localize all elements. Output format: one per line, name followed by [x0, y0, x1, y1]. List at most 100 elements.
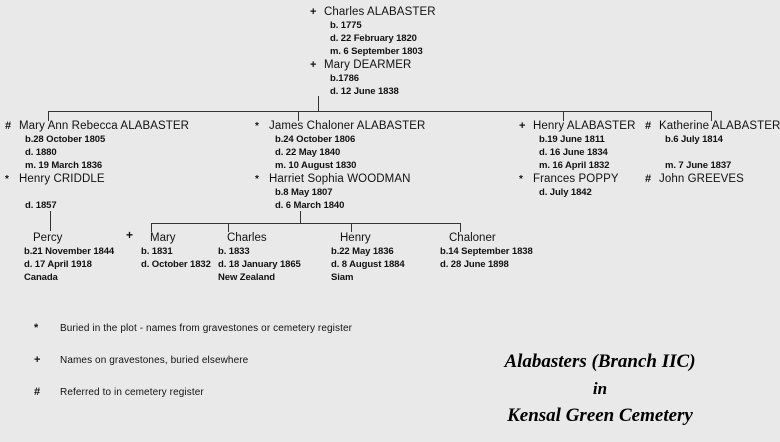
person-detail-birth: b.6 July 1814 — [665, 134, 723, 145]
person-detail-death: d. 1880 — [25, 147, 57, 158]
plus-icon: + — [310, 6, 317, 18]
spouse-name: John GREEVES — [659, 173, 744, 185]
connector-gen2-drop-1 — [48, 111, 49, 121]
star-icon: * — [255, 121, 259, 132]
person-james-chaloner-alabaster: * James Chaloner ALABASTER b.24 October … — [255, 119, 425, 212]
person-detail-death: d. 22 May 1840 — [275, 147, 341, 158]
person-detail-death: d. 17 April 1918 — [24, 259, 92, 270]
connector-gen3-drop-charles — [228, 223, 229, 232]
person-detail-birth: b.28 October 1805 — [25, 134, 106, 145]
person-katherine-alabaster: # Katherine ALABASTER b.6 July 1814 m. 7… — [645, 119, 780, 186]
person-name-row: + Henry ALABASTER — [519, 119, 635, 133]
plus-icon-join: + — [126, 228, 134, 242]
star-icon: * — [5, 174, 9, 185]
connector-gen3-drop-henry — [351, 223, 352, 232]
person-percy: Percy b.21 November 1844 d. 17 April 191… — [24, 231, 114, 284]
connector-gen3-stem — [300, 211, 301, 223]
chart-title-line-2: in — [592, 379, 608, 398]
star-icon: * — [255, 174, 259, 185]
plus-icon: + — [34, 354, 41, 366]
spacer — [645, 146, 780, 159]
hash-icon: # — [5, 120, 12, 132]
person-chaloner: Chaloner b.14 September 1838 d. 28 June … — [440, 231, 533, 271]
connector-percy-drop — [50, 211, 51, 231]
connector-root-vertical — [318, 96, 319, 111]
chart-title-block: Alabasters (Branch IIC) in Kensal Green … — [430, 348, 770, 429]
connector-gen3-drop-mary — [151, 223, 152, 232]
star-icon: * — [34, 322, 39, 334]
spouse-detail-death: d. 6 March 1840 — [275, 200, 345, 211]
person-detail-birth: b.19 June 1811 — [539, 134, 605, 145]
person-name: Mary — [150, 232, 176, 244]
connector-gen2-bus — [48, 111, 711, 112]
person-name: Henry ALABASTER — [533, 120, 636, 132]
person-name: Charles ALABASTER — [324, 6, 436, 18]
person-charles-alabaster: + Charles ALABASTER b. 1775 d. 22 Februa… — [310, 5, 436, 98]
person-henry-child: Henry b.22 May 1836 d. 8 August 1884 Sia… — [331, 231, 405, 284]
spouse-name-row: * Harriet Sophia WOODMAN — [255, 172, 425, 186]
person-detail-birth: b. 1833 — [218, 246, 250, 257]
person-detail-death: d. 16 June 1834 — [539, 147, 608, 158]
spouse-name-row: + Mary DEARMER — [310, 58, 436, 72]
person-detail-birth: b.14 September 1838 — [440, 246, 533, 257]
person-detail-place: New Zealand — [218, 272, 275, 283]
person-detail-marriage: m. 6 September 1803 — [330, 46, 423, 57]
person-detail-place: Canada — [24, 272, 58, 283]
hash-icon: # — [645, 120, 652, 132]
hash-icon: # — [34, 386, 41, 398]
connector-gen3-bus — [151, 223, 460, 224]
person-detail-marriage: m. 10 August 1830 — [275, 160, 357, 171]
star-icon: * — [519, 174, 523, 185]
hash-icon: # — [645, 173, 652, 185]
person-mary: Mary b. 1831 d. October 1832 — [141, 231, 211, 271]
spouse-name-row: * Henry CRIDDLE — [5, 172, 189, 186]
legend-item-cemetery-register: # Referred to in cemetery register — [34, 386, 454, 400]
person-name-row: # Katherine ALABASTER — [645, 119, 780, 133]
person-detail-place: Siam — [331, 272, 354, 283]
spacer — [5, 186, 189, 199]
spouse-detail-death: d. 1857 — [25, 200, 57, 211]
person-detail-birth: b.22 May 1836 — [331, 246, 394, 257]
spouse-name-row: * Frances POPPY — [519, 172, 635, 186]
spouse-detail-birth: b.8 May 1807 — [275, 187, 333, 198]
person-detail-marriage: m. 19 March 1836 — [25, 160, 103, 171]
person-detail-death: d. 8 August 1884 — [331, 259, 405, 270]
person-name: Percy — [33, 232, 63, 244]
person-detail-birth: b. 1831 — [141, 246, 173, 257]
person-name: Charles — [227, 232, 267, 244]
person-detail-birth: b. 1775 — [330, 20, 362, 31]
legend-text: Names on gravestones, buried elsewhere — [60, 355, 249, 366]
person-name-row: * James Chaloner ALABASTER — [255, 119, 425, 133]
person-detail-birth: b.21 November 1844 — [24, 246, 115, 257]
legend-item-names-on-gravestones: + Names on gravestones, buried elsewhere — [34, 354, 454, 368]
person-detail-death: d. 22 February 1820 — [330, 33, 417, 44]
person-mary-ann-rebecca-alabaster: # Mary Ann Rebecca ALABASTER b.28 Octobe… — [5, 119, 189, 212]
person-name: Chaloner — [449, 232, 496, 244]
person-name: James Chaloner ALABASTER — [269, 120, 426, 132]
connector-gen2-drop-4 — [711, 111, 712, 121]
person-detail-death: d. October 1832 — [141, 259, 211, 270]
spouse-name-row: # John GREEVES — [645, 172, 780, 186]
plus-icon: + — [519, 120, 526, 132]
person-name: Katherine ALABASTER — [659, 120, 780, 132]
chart-title-line-3: Kensal Green Cemetery — [507, 405, 693, 426]
person-charles: Charles b. 1833 d. 18 January 1865 New Z… — [218, 231, 301, 284]
chart-title-line-1: Alabasters (Branch IIC) — [504, 351, 696, 372]
person-name: Mary Ann Rebecca ALABASTER — [19, 120, 190, 132]
plus-icon: + — [310, 59, 317, 71]
connector-gen2-drop-3 — [563, 111, 564, 121]
connector-gen3-drop-chaloner — [460, 223, 461, 232]
person-name: Henry — [340, 232, 371, 244]
person-detail-marriage: m. 16 April 1832 — [539, 160, 610, 171]
spouse-detail-death: d. 12 June 1838 — [330, 86, 399, 97]
legend-text: Buried in the plot - names from gravesto… — [60, 323, 353, 334]
person-detail-birth: b.24 October 1806 — [275, 134, 356, 145]
person-detail-death: d. 28 June 1898 — [440, 259, 509, 270]
spouse-detail-birth: b.1786 — [330, 73, 359, 84]
person-detail-marriage: m. 7 June 1837 — [665, 160, 732, 171]
person-henry-alabaster: + Henry ALABASTER b.19 June 1811 d. 16 J… — [519, 119, 635, 199]
spouse-detail-death: d. July 1842 — [539, 187, 592, 198]
legend-text: Referred to in cemetery register — [60, 387, 204, 398]
spouse-name: Frances POPPY — [533, 173, 619, 185]
